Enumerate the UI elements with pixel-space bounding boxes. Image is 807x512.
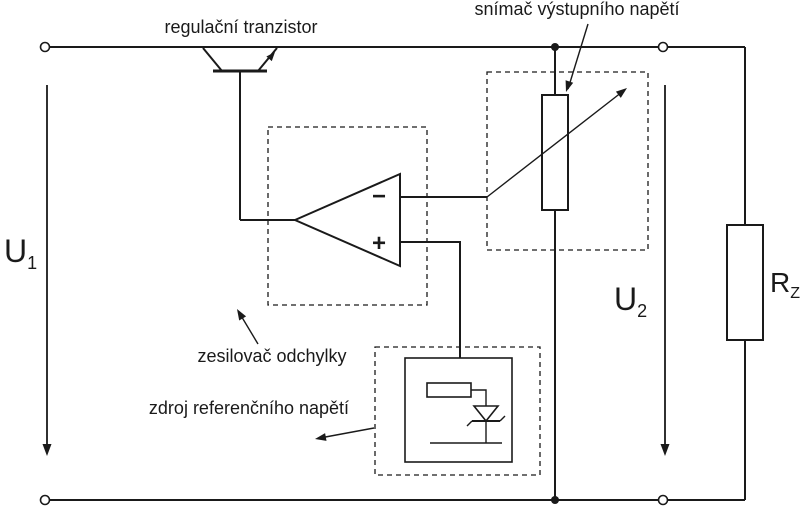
sensor-callout-head	[565, 80, 574, 92]
sensor-callout-line	[567, 23, 589, 90]
opamp-triangle	[292, 172, 401, 268]
input-voltage-label: U1	[4, 233, 37, 273]
zener-triangle	[472, 405, 500, 423]
error-amplifier-box	[267, 126, 428, 306]
load-resistor-label: RZ	[770, 267, 800, 302]
input-terminal-top	[39, 41, 51, 53]
reference-resistor	[426, 382, 472, 398]
transistor-emitter-lead	[257, 47, 278, 72]
sensor-wiper-line	[486, 91, 623, 198]
amplifier-callout-head	[237, 309, 247, 321]
regulating-transistor-symbol	[202, 47, 278, 220]
junction-dot-bottom	[551, 496, 559, 504]
sensor-wiper-arrow-icon	[486, 88, 627, 198]
reference-label: zdroj referenčního napětí	[149, 398, 349, 418]
sensor-callout-arrow-icon	[565, 23, 589, 92]
input-voltage-arrow-icon	[42, 85, 52, 456]
output-voltage-arrow-icon	[660, 85, 670, 456]
transistor-label: regulační tranzistor	[164, 17, 317, 37]
load-resistor	[726, 224, 764, 341]
amplifier-callout-arrow-icon	[237, 309, 259, 345]
reference-wire-to-zener	[471, 389, 487, 406]
amplifier-label: zesilovač odchylky	[197, 346, 346, 366]
input-terminal-bottom	[39, 494, 51, 506]
sensor-label: snímač výstupního napětí	[474, 0, 679, 19]
output-voltage-label: U2	[614, 281, 647, 321]
u2-arrow-head	[660, 444, 670, 456]
opamp-inverting-sign: −	[372, 183, 386, 210]
reference-box-inner	[404, 357, 513, 463]
sensor-wiper-head	[615, 88, 627, 98]
amplifier-callout-line	[239, 313, 259, 345]
zener-diode-icon	[466, 405, 506, 443]
output-terminal-top	[657, 41, 669, 53]
reference-callout-line	[319, 427, 375, 439]
zener-wing-left	[466, 420, 473, 427]
opamp-noninverting-sign: +	[372, 230, 386, 257]
zener-wing-right	[499, 415, 506, 422]
sensor-box	[486, 71, 649, 251]
output-terminal-bottom	[657, 494, 669, 506]
noninverting-input-wire	[400, 241, 461, 383]
u1-arrow-head	[42, 444, 52, 456]
reference-callout-arrow-icon	[315, 427, 375, 441]
reference-callout-head	[315, 433, 327, 441]
reference-box-dashed	[374, 346, 541, 476]
transistor-collector-lead	[202, 47, 223, 72]
transistor-emitter-arrow-icon	[266, 52, 275, 62]
junction-dot-top	[551, 43, 559, 51]
sensor-resistor	[541, 94, 569, 211]
